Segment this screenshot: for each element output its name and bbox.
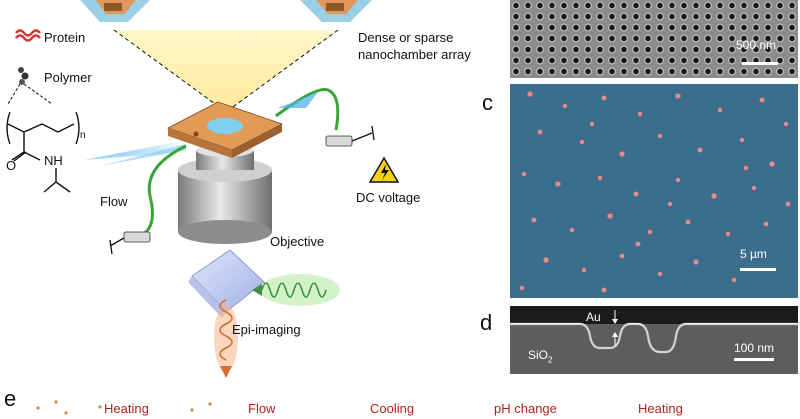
polymer-subscript: n <box>80 130 86 141</box>
illumination-cone <box>114 30 338 112</box>
electrode-top-right <box>325 125 375 147</box>
panel-d-letter: d <box>480 310 493 335</box>
dc-voltage-label: DC voltage <box>356 190 421 205</box>
amide-label: NH <box>44 153 63 168</box>
polymer-label: Polymer <box>44 70 92 85</box>
panel-c-letter: c <box>482 90 493 115</box>
protein-label: Protein <box>44 30 86 45</box>
fluorescence-scale-bar <box>740 268 776 271</box>
cross-section-profile <box>510 306 798 374</box>
flow-spray <box>84 140 186 160</box>
panel-e-label-cooling: Cooling <box>370 401 415 416</box>
carbonyl-label: O <box>6 158 17 173</box>
cross-section-panel <box>510 306 798 374</box>
array-label-line2: nanochamber array <box>358 47 471 62</box>
array-label-line1: Dense or sparse <box>358 30 454 45</box>
outlet-tube <box>275 88 340 131</box>
cross-section-scale-bar <box>734 358 774 361</box>
panel-e-label-flow: Flow <box>248 401 276 416</box>
beam-splitter-cube <box>188 249 265 318</box>
sem-scale-label: 500 nm <box>736 38 777 52</box>
nanochamber-chip-sparse <box>300 0 372 22</box>
sem-scale-bar <box>742 62 778 65</box>
panel-e-label-ph-change: pH change <box>494 401 557 416</box>
inlet-tube <box>139 144 187 238</box>
polymer-structure <box>6 111 80 193</box>
polymer-icon <box>7 67 53 105</box>
electrode-bottom-left <box>109 231 151 255</box>
emission-light-wave <box>214 299 238 378</box>
sio2-label: SiO2 <box>528 348 553 365</box>
flow-label: Flow <box>100 194 128 209</box>
fluorescence-scale-label: 5 µm <box>740 247 767 261</box>
epi-imaging-label: Epi-imaging <box>232 322 301 337</box>
panel-e-molecules <box>36 400 212 415</box>
sample-chip <box>166 101 284 158</box>
panel-e-label-heating-1: Heating <box>104 401 149 416</box>
cross-section-scale-label: 100 nm <box>734 341 775 355</box>
high-voltage-icon <box>368 156 400 183</box>
au-label: Au <box>586 310 601 324</box>
panel-e-letter: e <box>4 386 17 411</box>
excitation-light-wave <box>252 274 340 306</box>
objective-label: Objective <box>270 234 325 249</box>
nanochamber-chip-dense <box>80 0 150 22</box>
fluorescence-image-panel <box>510 84 798 298</box>
panel-e-label-heating-2: Heating <box>638 401 683 416</box>
protein-icon <box>15 29 41 42</box>
au-thickness-arrows <box>610 308 620 348</box>
sem-image-panel <box>510 0 798 78</box>
fluorescent-spots <box>519 91 791 293</box>
objective-lens <box>178 143 272 244</box>
